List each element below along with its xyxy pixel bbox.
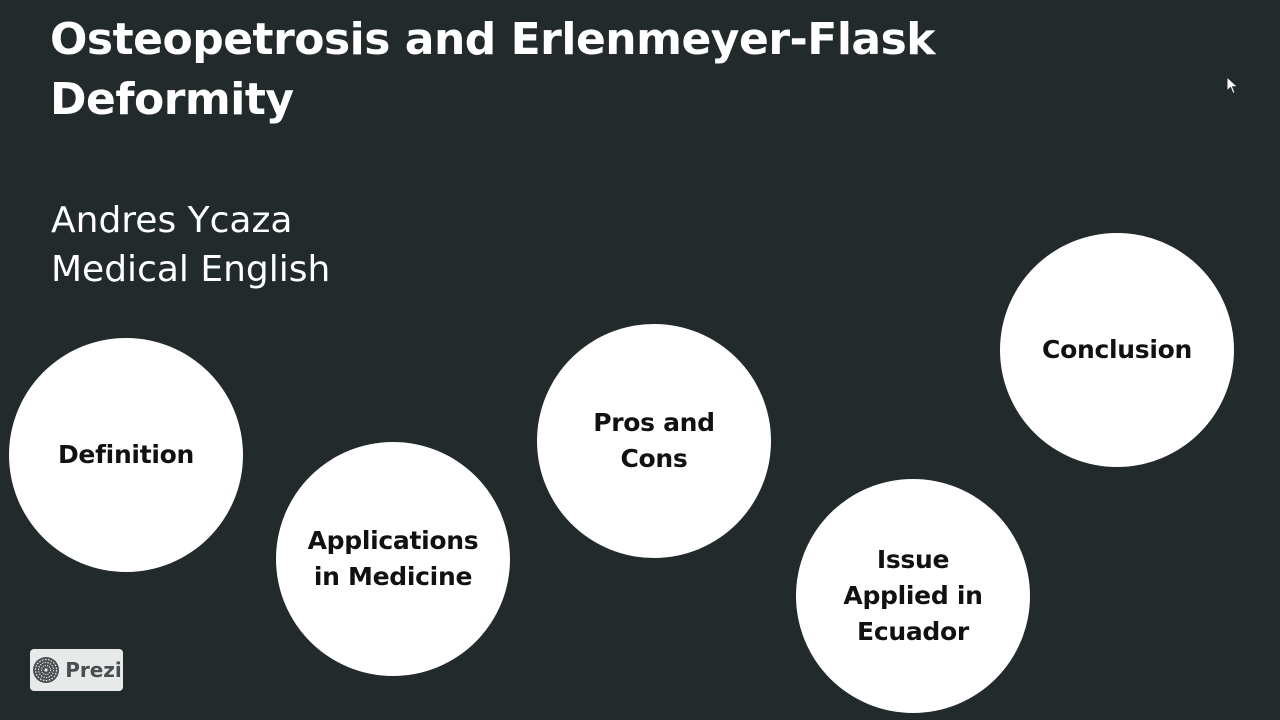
topic-circle-pros-and-cons[interactable]: Pros and Cons bbox=[537, 324, 771, 558]
topic-label: Conclusion bbox=[1042, 335, 1192, 364]
prezi-badge[interactable]: Prezi bbox=[30, 649, 123, 691]
presentation-title: Osteopetrosis and Erlenmeyer-Flask Defor… bbox=[50, 14, 936, 125]
topic-label: Definition bbox=[57, 440, 194, 469]
topic-label: Issue Applied in Ecuador bbox=[843, 545, 983, 646]
presenter-info: Andres Ycaza Medical English bbox=[51, 196, 330, 294]
course-name: Medical English bbox=[51, 249, 331, 290]
topic-circle-issue-applied-in-ecuador[interactable]: Issue Applied in Ecuador bbox=[796, 479, 1030, 713]
prezi-brand-text: Prezi bbox=[65, 658, 122, 682]
mouse-cursor-icon bbox=[1226, 76, 1239, 95]
topic-circle-definition[interactable]: Definition bbox=[9, 338, 243, 572]
author-name: Andres Ycaza bbox=[51, 200, 293, 241]
topic-circle-conclusion[interactable]: Conclusion bbox=[1000, 233, 1234, 467]
prezi-logo-icon bbox=[33, 657, 60, 683]
topic-circle-applications-in-medicine[interactable]: Applications in Medicine bbox=[276, 442, 510, 676]
topic-label: Applications in Medicine bbox=[307, 526, 479, 591]
topic-label: Pros and Cons bbox=[593, 408, 715, 473]
